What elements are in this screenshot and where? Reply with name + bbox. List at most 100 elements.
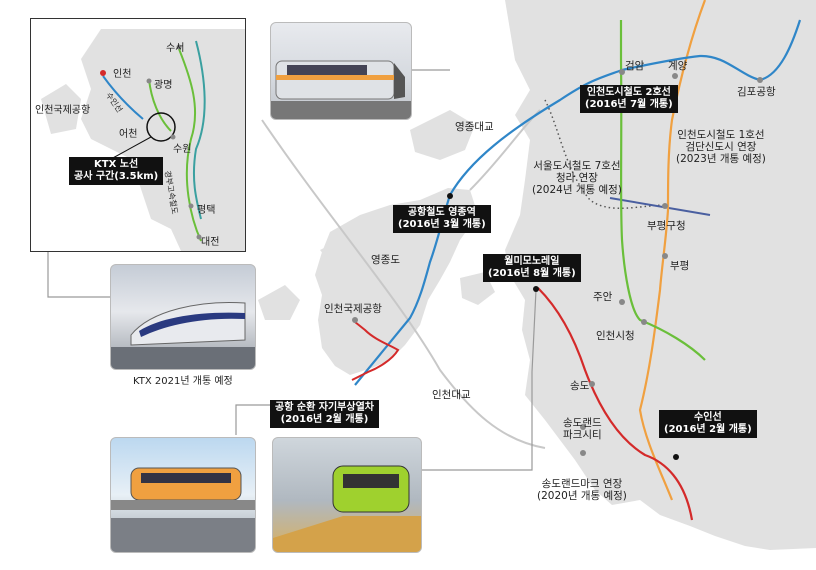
inset-label-daejeon: 대전 — [201, 237, 220, 248]
incheon-bridge-road — [261, 119, 546, 449]
station-incheon-airport — [352, 317, 358, 323]
maglev-train-windows — [141, 473, 231, 483]
station-juan — [619, 299, 625, 305]
box-wolmi: 월미모노레일 (2016년 8월 개통) — [483, 254, 581, 282]
maglev-train-graphic — [111, 467, 255, 552]
label-seoul7: 서울도시철도 7호선 청라 연장 (2024년 개통 예정) — [532, 160, 622, 196]
seoul-line7-extension-route — [544, 99, 669, 209]
label-songdo-landmark: 송도랜드마크 연장 (2020년 개통 예정) — [537, 478, 627, 502]
station-suin — [673, 454, 679, 460]
box-yeongjong-title: 공항철도 영종역 — [407, 207, 476, 218]
label-songdo-land: 송도랜드 파크시티 — [563, 417, 602, 441]
box-maglev: 공항 순환 자기부상열차 (2016년 2월 개통) — [270, 400, 379, 428]
monorail-train-photo — [272, 437, 422, 553]
line2-train-underframe — [271, 101, 411, 119]
line2-train-windows — [287, 65, 367, 75]
label-gimpo: 김포공항 — [737, 86, 776, 98]
label-gyeyang: 계양 — [668, 60, 688, 72]
label-incheon1-line1: 인천도시철도 1호선 — [677, 129, 765, 141]
label-yeongjong-bridge: 영종대교 — [455, 121, 494, 133]
inset-ktx-box: KTX 노선 공사 구간(3.5km) — [69, 157, 164, 185]
ktx-train-stripe — [139, 312, 245, 337]
inset-connector — [110, 136, 152, 160]
station-bupyeong — [662, 253, 668, 259]
box-line2-date: (2016년 7월 개통) — [585, 99, 673, 110]
seoul-line7-route — [609, 197, 711, 216]
seoul-line7-green-route — [619, 20, 706, 361]
station-gyeyang — [672, 73, 678, 79]
label-incheon1: 인천도시철도 1호선 검단신도시 연장 (2023년 개통 예정) — [676, 129, 766, 165]
label-songdo-landmark-line2: (2020년 개통 예정) — [537, 490, 627, 503]
label-incheon1-line2: 검단신도시 연장 — [685, 141, 757, 154]
maglev-train-photo — [110, 437, 256, 553]
line2-train-photo — [270, 22, 412, 120]
ktx-train-track — [111, 347, 255, 369]
label-bupyeong: 부평 — [670, 260, 690, 272]
ktx-train-graphic — [111, 302, 255, 369]
inset-label-eocheon: 어천 — [119, 129, 138, 140]
small-island-1 — [320, 240, 355, 262]
box-suin: 수인선 (2016년 2월 개통) — [659, 410, 757, 438]
small-island-3 — [258, 285, 300, 320]
inset-station-gwangmyeong — [146, 78, 152, 84]
box-line2-title: 인천도시철도 2호선 — [586, 87, 671, 98]
inset-ktx-box-line2: 공사 구간(3.5km) — [74, 171, 159, 182]
inset-suin-route — [102, 75, 144, 120]
maglev-ground — [111, 518, 255, 552]
monorail-track — [273, 516, 421, 552]
inset-station-daejeon — [196, 234, 202, 240]
line2-train-stripe — [276, 75, 394, 80]
label-seoul7-line3: (2024년 개통 예정) — [532, 184, 622, 197]
label-bupyeonggu: 부평구청 — [647, 220, 686, 232]
box-wolmi-title: 월미모노레일 — [504, 256, 560, 267]
wolmi-monorail-route — [420, 289, 537, 471]
station-gimpo — [757, 77, 763, 83]
maglev-route — [351, 321, 400, 381]
box-maglev-title: 공항 순환 자기부상열차 — [275, 402, 374, 413]
ktx-inset-map: 수서 인천 광명 인천국제공항 수인선 어천 수원 평택 대전 경부고속철도 K… — [30, 18, 246, 252]
inset-label-suseo: 수서 — [166, 43, 185, 54]
inset-station-suwon — [170, 134, 176, 140]
inset-ktx-route — [192, 40, 206, 220]
suin-line-route — [537, 287, 694, 521]
box-maglev-date: (2016년 2월 개통) — [280, 414, 369, 425]
station-wolmi — [533, 286, 539, 292]
inset-label-suwon: 수원 — [173, 144, 192, 155]
inset-station-pyeongtaek — [188, 203, 194, 209]
box-suin-date: (2016년 2월 개통) — [664, 424, 752, 435]
inset-landmass — [81, 29, 245, 251]
inset-island — [41, 84, 81, 134]
inset-station-suseo — [176, 44, 182, 50]
inset-ktx-box-line1: KTX 노선 — [94, 159, 139, 170]
ktx-caption: KTX 2021년 개통 예정 — [133, 376, 233, 387]
box-wolmi-date: (2016년 8월 개통) — [488, 268, 576, 279]
maglev-train-body — [130, 467, 242, 501]
inset-label-pyeongtaek: 평택 — [197, 205, 216, 216]
inset-map-graphic — [41, 29, 245, 251]
inset-station-incheon — [100, 70, 106, 76]
label-seoul7-line2: 청라 연장 — [555, 172, 598, 185]
monorail-train-graphic — [273, 465, 421, 552]
inset-label-incheon: 인천 — [113, 69, 132, 80]
station-songdo — [589, 381, 595, 387]
label-juan: 주안 — [593, 291, 613, 303]
box-yeongjong-station: 공항철도 영종역 (2016년 3월 개통) — [393, 205, 491, 233]
station-geomam — [619, 69, 625, 75]
small-island-2 — [410, 110, 475, 160]
label-songdo-land-line1: 송도랜드 — [563, 417, 602, 429]
label-yeongjongdo: 영종도 — [371, 254, 400, 266]
station-incheon-cityhall — [641, 319, 647, 325]
inset-gyeongbu-route — [178, 48, 202, 242]
label-songdo-landmark-line1: 송도랜드마크 연장 — [541, 478, 623, 490]
maglev-guideway — [111, 500, 255, 510]
yeongjong-island — [315, 188, 478, 375]
monorail-train-windows — [343, 474, 399, 488]
station-songdo-land — [580, 424, 586, 430]
ktx-train-body — [130, 302, 246, 346]
label-songdo: 송도 — [570, 380, 590, 392]
monorail-train-body — [332, 465, 410, 513]
box-yeongjong-date: (2016년 3월 개통) — [398, 219, 486, 230]
label-incheon1-line3: (2023년 개통 예정) — [676, 153, 766, 166]
inset-highlight-circle — [146, 112, 176, 142]
inset-label-gwangmyeong: 광명 — [154, 80, 173, 91]
